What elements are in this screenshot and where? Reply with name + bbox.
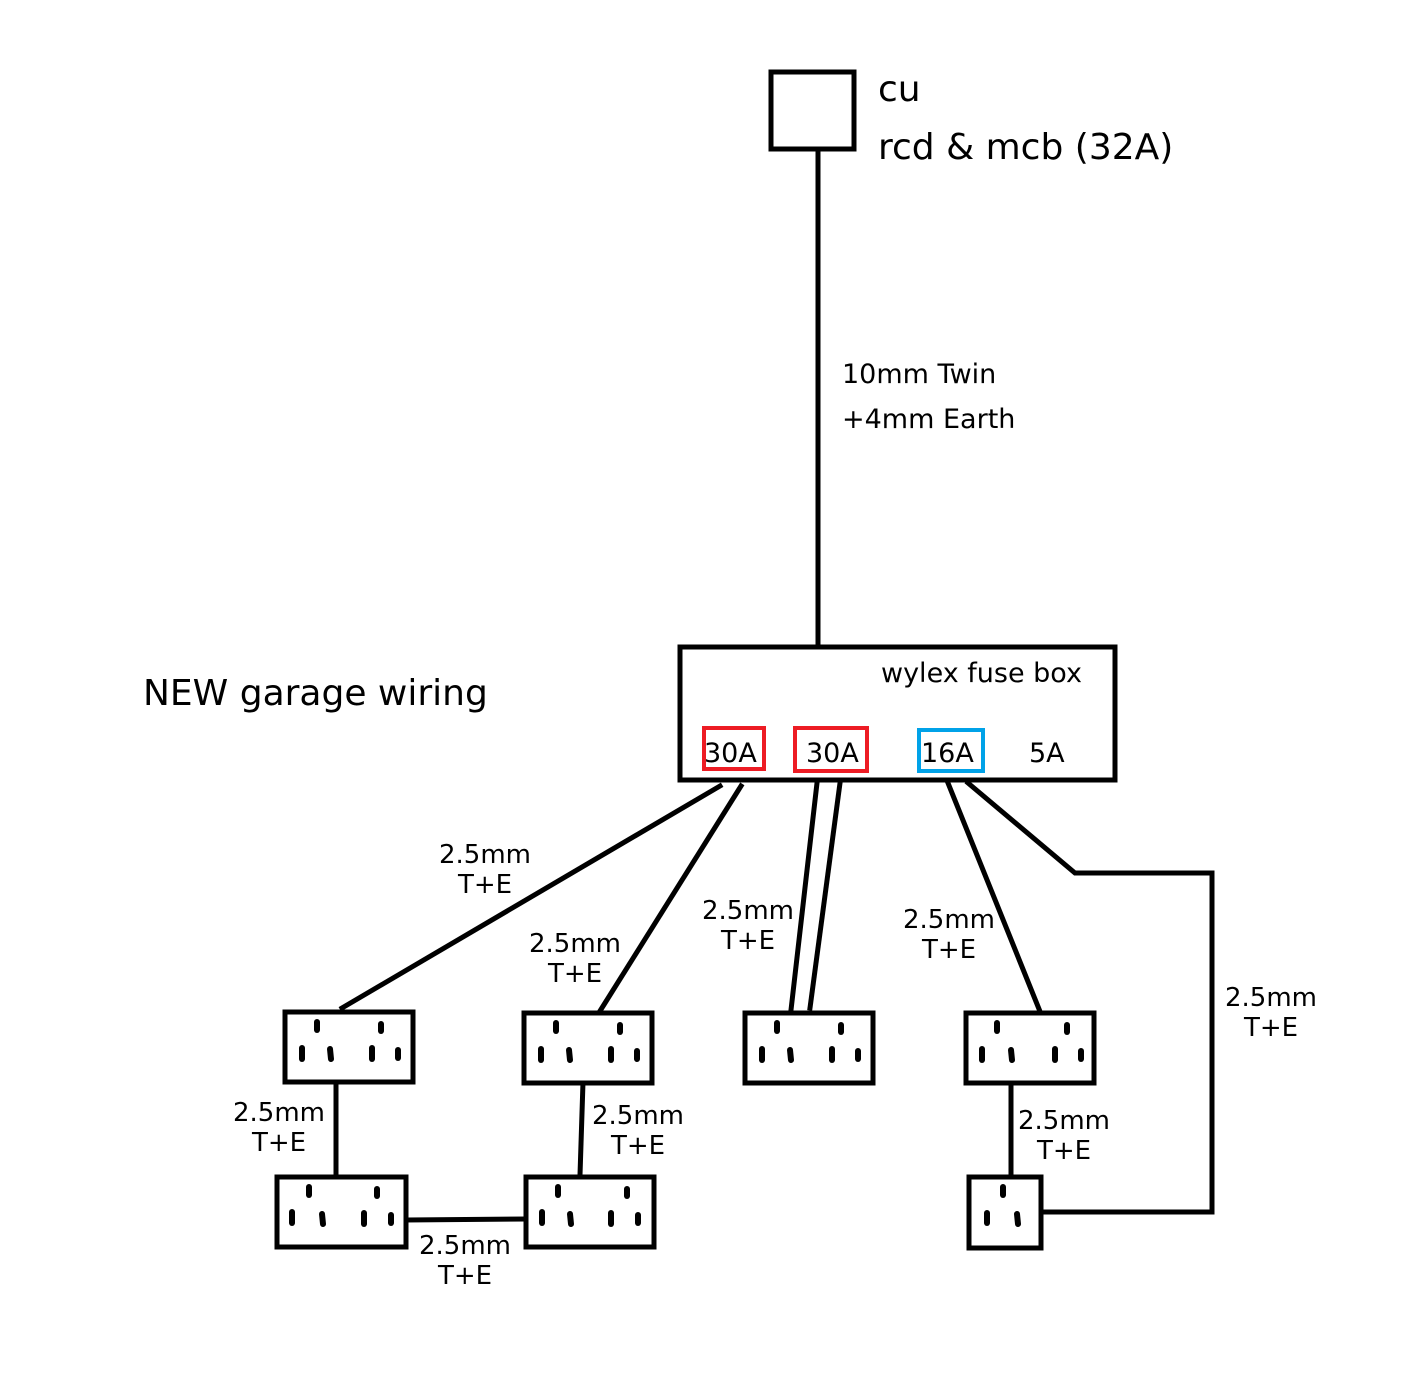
cable-label-s2-s5: 2.5mm T+E [592, 1101, 684, 1161]
link-wire-s2-s5 [577, 1079, 586, 1178]
consumer-unit-rating-label: rcd & mcb (32A) [878, 127, 1173, 168]
supply-cable-label-2: +4mm Earth [842, 404, 1015, 435]
fuse-1-rating: 30A [704, 738, 757, 769]
cable-label-s4-s5: 2.5mm T+E [419, 1231, 511, 1291]
socket-double-1 [282, 1009, 416, 1085]
circuit-2-wire-b [807, 780, 843, 1011]
cable-label-size: 2.5mm [592, 1101, 684, 1131]
cable-label-type: T+E [720, 926, 775, 956]
fuse-2-highlight [793, 726, 869, 773]
circuit-3-return-wire [964, 779, 1215, 1215]
socket-pin [787, 1047, 794, 1063]
fuse-4-rating: 5A [1029, 738, 1065, 769]
cable-label-size: 2.5mm [1018, 1106, 1110, 1136]
cable-label-circuit-3-return: 2.5mm T+E [1225, 983, 1317, 1043]
cable-label-size: 2.5mm [439, 840, 531, 870]
cable-label-type: T+E [1243, 1013, 1298, 1043]
socket-double-5 [523, 1174, 657, 1250]
circuit-1-return-wire [596, 782, 745, 1015]
consumer-unit-box [768, 69, 857, 152]
socket-pin [327, 1046, 334, 1062]
socket-pin [1008, 1047, 1015, 1063]
cable-label-size: 2.5mm [233, 1098, 325, 1128]
cable-label-type: T+E [251, 1128, 306, 1158]
fuse-3-rating: 16A [921, 738, 974, 769]
socket-pin [567, 1211, 574, 1227]
circuit-2-wire-a [788, 780, 820, 1013]
cable-label-circuit-2: 2.5mm T+E [702, 896, 794, 956]
socket-pin [566, 1047, 573, 1063]
link-wire-s4-s5 [404, 1216, 527, 1223]
cable-label-circuit-1: 2.5mm T+E [439, 840, 531, 900]
cable-label-type: T+E [437, 1261, 492, 1291]
circuit-3-wire [944, 779, 1043, 1013]
cable-label-type: T+E [547, 959, 602, 989]
cable-label-type: T+E [1036, 1136, 1091, 1166]
cable-label-type: T+E [921, 935, 976, 965]
cable-label-circuit-1-return: 2.5mm T+E [529, 929, 621, 989]
socket-double-3 [742, 1010, 876, 1086]
cable-label-s6-s7: 2.5mm T+E [1018, 1106, 1110, 1166]
socket-double-6 [963, 1010, 1097, 1086]
cable-label-size: 2.5mm [903, 905, 995, 935]
cable-label-s1-s4: 2.5mm T+E [233, 1098, 325, 1158]
fuse-3-highlight [917, 728, 985, 773]
fuse-1-highlight [702, 726, 766, 771]
fuse-box-outline [677, 644, 1118, 783]
cable-label-size: 2.5mm [702, 896, 794, 926]
fuse-box-label: wylex fuse box [881, 658, 1082, 689]
cable-label-circuit-3: 2.5mm T+E [903, 905, 995, 965]
cable-label-type: T+E [457, 870, 512, 900]
socket-single-7 [966, 1174, 1044, 1251]
cable-label-type: T+E [610, 1131, 665, 1161]
cable-label-size: 2.5mm [1225, 983, 1317, 1013]
socket-pin [319, 1211, 326, 1227]
socket-double-2 [521, 1010, 655, 1086]
fuse-2-rating: 30A [806, 738, 859, 769]
consumer-unit-label: cu [878, 69, 921, 110]
socket-double-4 [274, 1174, 409, 1250]
cable-label-size: 2.5mm [419, 1231, 511, 1261]
cable-label-size: 2.5mm [529, 929, 621, 959]
diagram-title: NEW garage wiring [143, 673, 488, 714]
supply-cable-label-1: 10mm Twin [842, 359, 996, 390]
socket-pin [1014, 1211, 1021, 1227]
circuit-1-wire [338, 782, 724, 1012]
